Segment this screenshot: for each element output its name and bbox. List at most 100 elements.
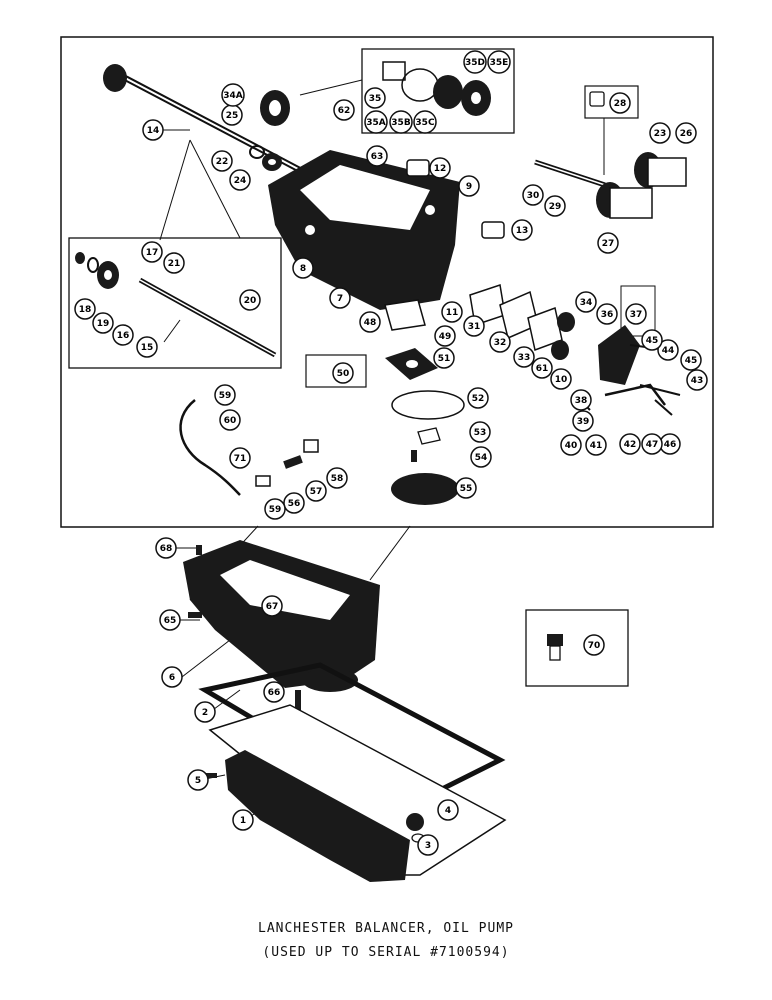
callout-52: 52 bbox=[467, 387, 489, 409]
callout-circle bbox=[560, 434, 582, 456]
gear-61 bbox=[551, 340, 569, 360]
callout-circle bbox=[441, 301, 463, 323]
callout-label: 62 bbox=[338, 106, 351, 116]
balancer-housing bbox=[268, 150, 460, 310]
callout-circle bbox=[359, 311, 381, 333]
callout-25: 25 bbox=[221, 104, 243, 126]
callout-7: 7 bbox=[329, 287, 351, 309]
callout-59a: 59 bbox=[214, 384, 236, 406]
callout-62: 62 bbox=[333, 99, 355, 121]
callout-13: 13 bbox=[511, 219, 533, 241]
callout-circle bbox=[136, 336, 158, 358]
callout-circle bbox=[366, 145, 388, 167]
callout-label: 67 bbox=[266, 602, 279, 612]
callout-circle bbox=[187, 769, 209, 791]
callout-23: 23 bbox=[649, 122, 671, 144]
callout-label: 13 bbox=[516, 226, 529, 236]
callout-circle bbox=[229, 169, 251, 191]
callout-circle bbox=[487, 50, 511, 74]
flange-51 bbox=[385, 348, 438, 380]
callout-label: 59 bbox=[269, 505, 282, 515]
washer-18 bbox=[75, 252, 85, 264]
callout-47: 47 bbox=[641, 433, 663, 455]
callout-circle bbox=[675, 122, 697, 144]
callout-circle bbox=[112, 324, 134, 346]
callout-circle bbox=[641, 329, 663, 351]
callout-60: 60 bbox=[219, 409, 241, 431]
callout-circle bbox=[572, 410, 594, 432]
callout-circle bbox=[458, 175, 480, 197]
pump-plate-33 bbox=[527, 306, 563, 352]
callout-circle bbox=[214, 384, 236, 406]
callout-22: 22 bbox=[211, 150, 233, 172]
callout-circle bbox=[326, 467, 348, 489]
callout-label: 12 bbox=[434, 164, 447, 174]
bracket-42 bbox=[604, 383, 666, 406]
callout-label: 39 bbox=[577, 417, 590, 427]
bearing-24 bbox=[262, 153, 282, 171]
callout-label: 53 bbox=[474, 428, 487, 438]
callout-56: 56 bbox=[283, 492, 305, 514]
callout-5: 5 bbox=[187, 769, 209, 791]
callout-label: 2 bbox=[202, 708, 208, 718]
filter-pad-55 bbox=[391, 473, 459, 505]
callout-70: 70 bbox=[583, 634, 605, 656]
callout-label: 54 bbox=[475, 453, 488, 463]
drain-plug-4 bbox=[406, 813, 424, 831]
callout-circle bbox=[575, 291, 597, 313]
callout-circle bbox=[649, 122, 671, 144]
callout-label: 48 bbox=[364, 318, 377, 328]
callout-3: 3 bbox=[417, 834, 439, 856]
callout-label: 55 bbox=[460, 484, 473, 494]
callout-67: 67 bbox=[261, 595, 283, 617]
washer-19 bbox=[87, 257, 99, 273]
callout-label: 25 bbox=[226, 111, 239, 121]
callout-label: 57 bbox=[310, 487, 323, 497]
callout-label: 71 bbox=[234, 454, 247, 464]
inset-frame-plugs bbox=[305, 354, 367, 388]
gear-34 bbox=[557, 312, 575, 332]
bushings-28 bbox=[589, 91, 605, 107]
callout-label: 16 bbox=[117, 331, 130, 341]
gear-set-35 bbox=[382, 61, 491, 116]
oil-line-60 bbox=[179, 399, 241, 496]
callout-39: 39 bbox=[572, 410, 594, 432]
callout-6: 6 bbox=[161, 666, 183, 688]
callout-51: 51 bbox=[433, 347, 455, 369]
fitting-70 bbox=[547, 634, 563, 661]
callout-circle bbox=[333, 99, 355, 121]
callout-circle bbox=[232, 809, 254, 831]
callout-41: 41 bbox=[585, 434, 607, 456]
callout-label: 24 bbox=[234, 176, 247, 186]
bolt-54 bbox=[411, 450, 417, 462]
callout-label: 61 bbox=[536, 364, 549, 374]
callout-circle bbox=[686, 369, 708, 391]
callout-circle bbox=[194, 701, 216, 723]
callout-circle bbox=[469, 421, 491, 443]
inset-frame-pump-insert bbox=[620, 285, 656, 337]
callout-circle bbox=[433, 347, 455, 369]
callout-label: 66 bbox=[268, 688, 281, 698]
callout-circle bbox=[550, 368, 572, 390]
gear-34a bbox=[260, 90, 290, 126]
callout-circle bbox=[489, 331, 511, 353]
callout-label: 26 bbox=[680, 129, 693, 139]
callout-circle bbox=[511, 219, 533, 241]
callout-circle bbox=[413, 110, 437, 134]
callout-53: 53 bbox=[469, 421, 491, 443]
callout-label: 30 bbox=[527, 191, 540, 201]
callout-label: 14 bbox=[147, 126, 160, 136]
callout-65: 65 bbox=[159, 609, 181, 631]
callout-50: 50 bbox=[332, 362, 354, 384]
callout-label: 35D bbox=[465, 58, 485, 68]
pump-shaft-29 bbox=[534, 159, 606, 188]
callout-circle bbox=[597, 232, 619, 254]
inset-frame-bushings bbox=[584, 85, 639, 119]
rotor-27 bbox=[596, 182, 653, 219]
bushing-12 bbox=[406, 159, 430, 177]
callout-circle bbox=[329, 287, 351, 309]
rotor-23 bbox=[634, 152, 687, 188]
bolt-68 bbox=[196, 545, 202, 555]
callout-label: 15 bbox=[141, 343, 154, 353]
